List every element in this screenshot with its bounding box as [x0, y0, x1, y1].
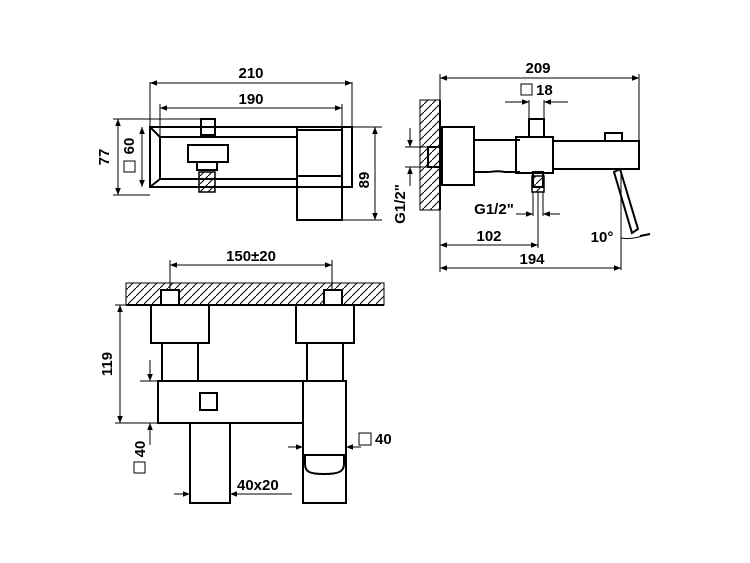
thread-g12-horizontal: G1/2": [474, 201, 514, 218]
square-section-icon: [358, 432, 372, 446]
dim-209: 209: [525, 60, 550, 77]
top-view: 150±20 119 40 40 40x20: [99, 248, 392, 504]
dim-89: 89: [356, 172, 373, 189]
dim-40-left: 40: [132, 441, 149, 458]
dim-40x20: 40x20: [237, 477, 279, 494]
dim-102: 102: [476, 228, 501, 245]
dim-150: 150±20: [226, 248, 276, 265]
dim-77: 77: [96, 149, 113, 166]
dim-40-right: 40: [375, 431, 392, 448]
square-section-icon: [123, 160, 136, 173]
dim-18: 18: [536, 82, 553, 99]
front-view: 210 190 77 60 89: [96, 65, 382, 221]
thread-g12-vertical: G1/2": [392, 184, 409, 224]
angle-10: 10°: [591, 229, 614, 246]
dim-119: 119: [99, 352, 116, 376]
dim-194: 194: [519, 251, 545, 268]
side-view: 209 18 G1/2" G1/2" 102 194 10°: [392, 60, 651, 272]
dim-190: 190: [238, 91, 263, 108]
square-section-icon: [520, 83, 533, 96]
square-section-icon: [133, 461, 146, 474]
dim-210: 210: [238, 65, 263, 82]
dim-60: 60: [121, 138, 138, 155]
